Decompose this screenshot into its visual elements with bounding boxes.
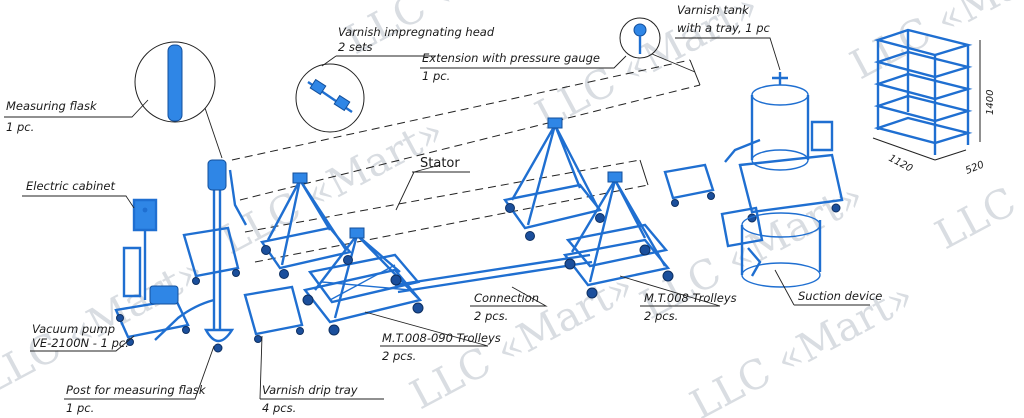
label-extension: Extension with pressure gauge <box>422 51 600 65</box>
label-drip-tray: Varnish drip tray <box>262 383 358 397</box>
label-vacuum-pump: Vacuum pump <box>32 322 115 336</box>
stator-lower <box>244 159 649 263</box>
label-drip-tray-qty: 4 pcs. <box>262 401 296 415</box>
label-connection-qty: 2 pcs. <box>474 309 508 323</box>
dim-height: 1400 <box>985 90 996 115</box>
dim-depth: 520 <box>964 159 986 176</box>
label-electric-cabinet: Electric cabinet <box>26 179 115 193</box>
label-trolleys-090: M.T.008-090 Trolleys <box>382 331 501 345</box>
leader-lines <box>4 37 870 400</box>
callout-gauge <box>619 17 696 73</box>
stator-upper <box>231 59 701 201</box>
label-post-qty: 1 pc. <box>66 401 94 415</box>
connection-pipe <box>394 253 593 294</box>
trolley-back-mid <box>502 117 605 241</box>
stators <box>231 59 701 263</box>
label-varnish-tank-qty: with a tray, 1 pc <box>677 21 771 35</box>
callout-flask <box>134 41 223 159</box>
label-trolleys-008-qty: 2 pcs. <box>644 309 678 323</box>
dim-width: 1120 <box>887 153 915 175</box>
drip-trays <box>182 163 764 343</box>
watermark-2: LLC «Mart» <box>213 108 451 264</box>
trolley-front-right <box>562 171 674 299</box>
label-extension-qty: 1 pc. <box>422 69 450 83</box>
label-varnish-tank: Varnish tank <box>677 3 750 17</box>
flask-post <box>154 159 248 353</box>
callout-head <box>295 63 365 133</box>
label-suction: Suction device <box>798 289 882 303</box>
label-connection: Connection <box>474 291 539 305</box>
varnish-tank-group <box>724 72 844 223</box>
label-post: Post for measuring flask <box>66 383 207 397</box>
label-measuring-flask: Measuring flask <box>6 99 98 113</box>
label-vacuum-pump-qty: VE-2100N - 1 pc. <box>32 336 129 350</box>
rack <box>872 28 981 161</box>
label-trolleys-090-qty: 2 pcs. <box>382 349 416 363</box>
label-varnish-head-qty: 2 sets <box>338 40 373 54</box>
labels: Measuring flask 1 pc. Varnish impregnati… <box>6 3 882 415</box>
trolley-front-left <box>302 227 424 336</box>
label-varnish-head: Varnish impregnating head <box>338 25 495 39</box>
label-stator: Stator <box>420 156 460 171</box>
drip-tray-4 <box>720 206 764 248</box>
drip-tray-3 <box>663 163 715 200</box>
label-trolleys-008: M.T.008 Trolleys <box>644 291 737 305</box>
electric-cabinet-group <box>114 198 190 346</box>
trolley-back-left <box>259 172 353 279</box>
label-measuring-flask-qty: 1 pc. <box>6 120 34 134</box>
drip-tray-2 <box>243 285 304 336</box>
suction-device <box>740 212 822 288</box>
watermark-5: LLC «Mart» <box>633 173 871 329</box>
